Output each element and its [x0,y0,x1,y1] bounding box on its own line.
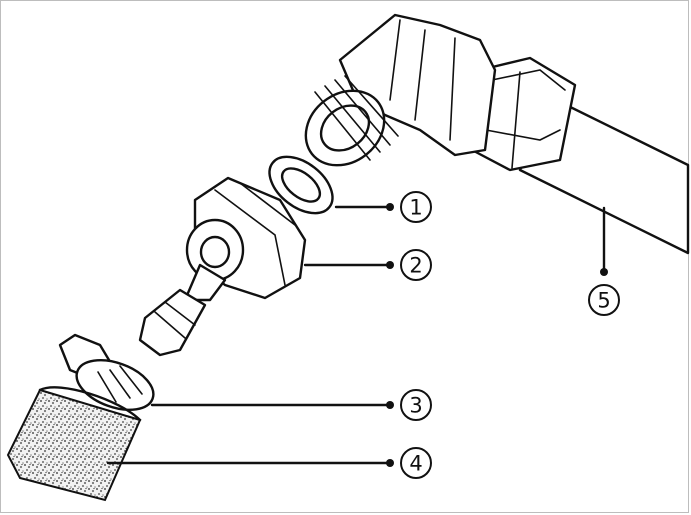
leader-dot-3 [386,401,394,409]
callout-1: 1 [400,191,432,223]
callout-3: 3 [400,389,432,421]
hose-clamp [58,333,155,411]
leader-dot-1 [386,203,394,211]
callout-5: 5 [588,284,620,316]
callout-4-number: 4 [409,452,422,476]
leader-dot-2 [386,261,394,269]
hose-barb-adapter [138,176,307,357]
callout-2: 2 [400,249,432,281]
sintered-filter [6,386,142,502]
leader-dot-5 [600,268,608,276]
callout-3-number: 3 [409,394,422,418]
callout-1-number: 1 [409,196,422,220]
callout-2-number: 2 [409,254,422,278]
callout-5-number: 5 [597,289,610,313]
elbow-fitting-with-pipe [304,13,690,255]
washer [268,155,334,215]
callout-leaders [106,203,608,467]
callout-4: 4 [400,447,432,479]
leader-dot-4 [386,459,394,467]
